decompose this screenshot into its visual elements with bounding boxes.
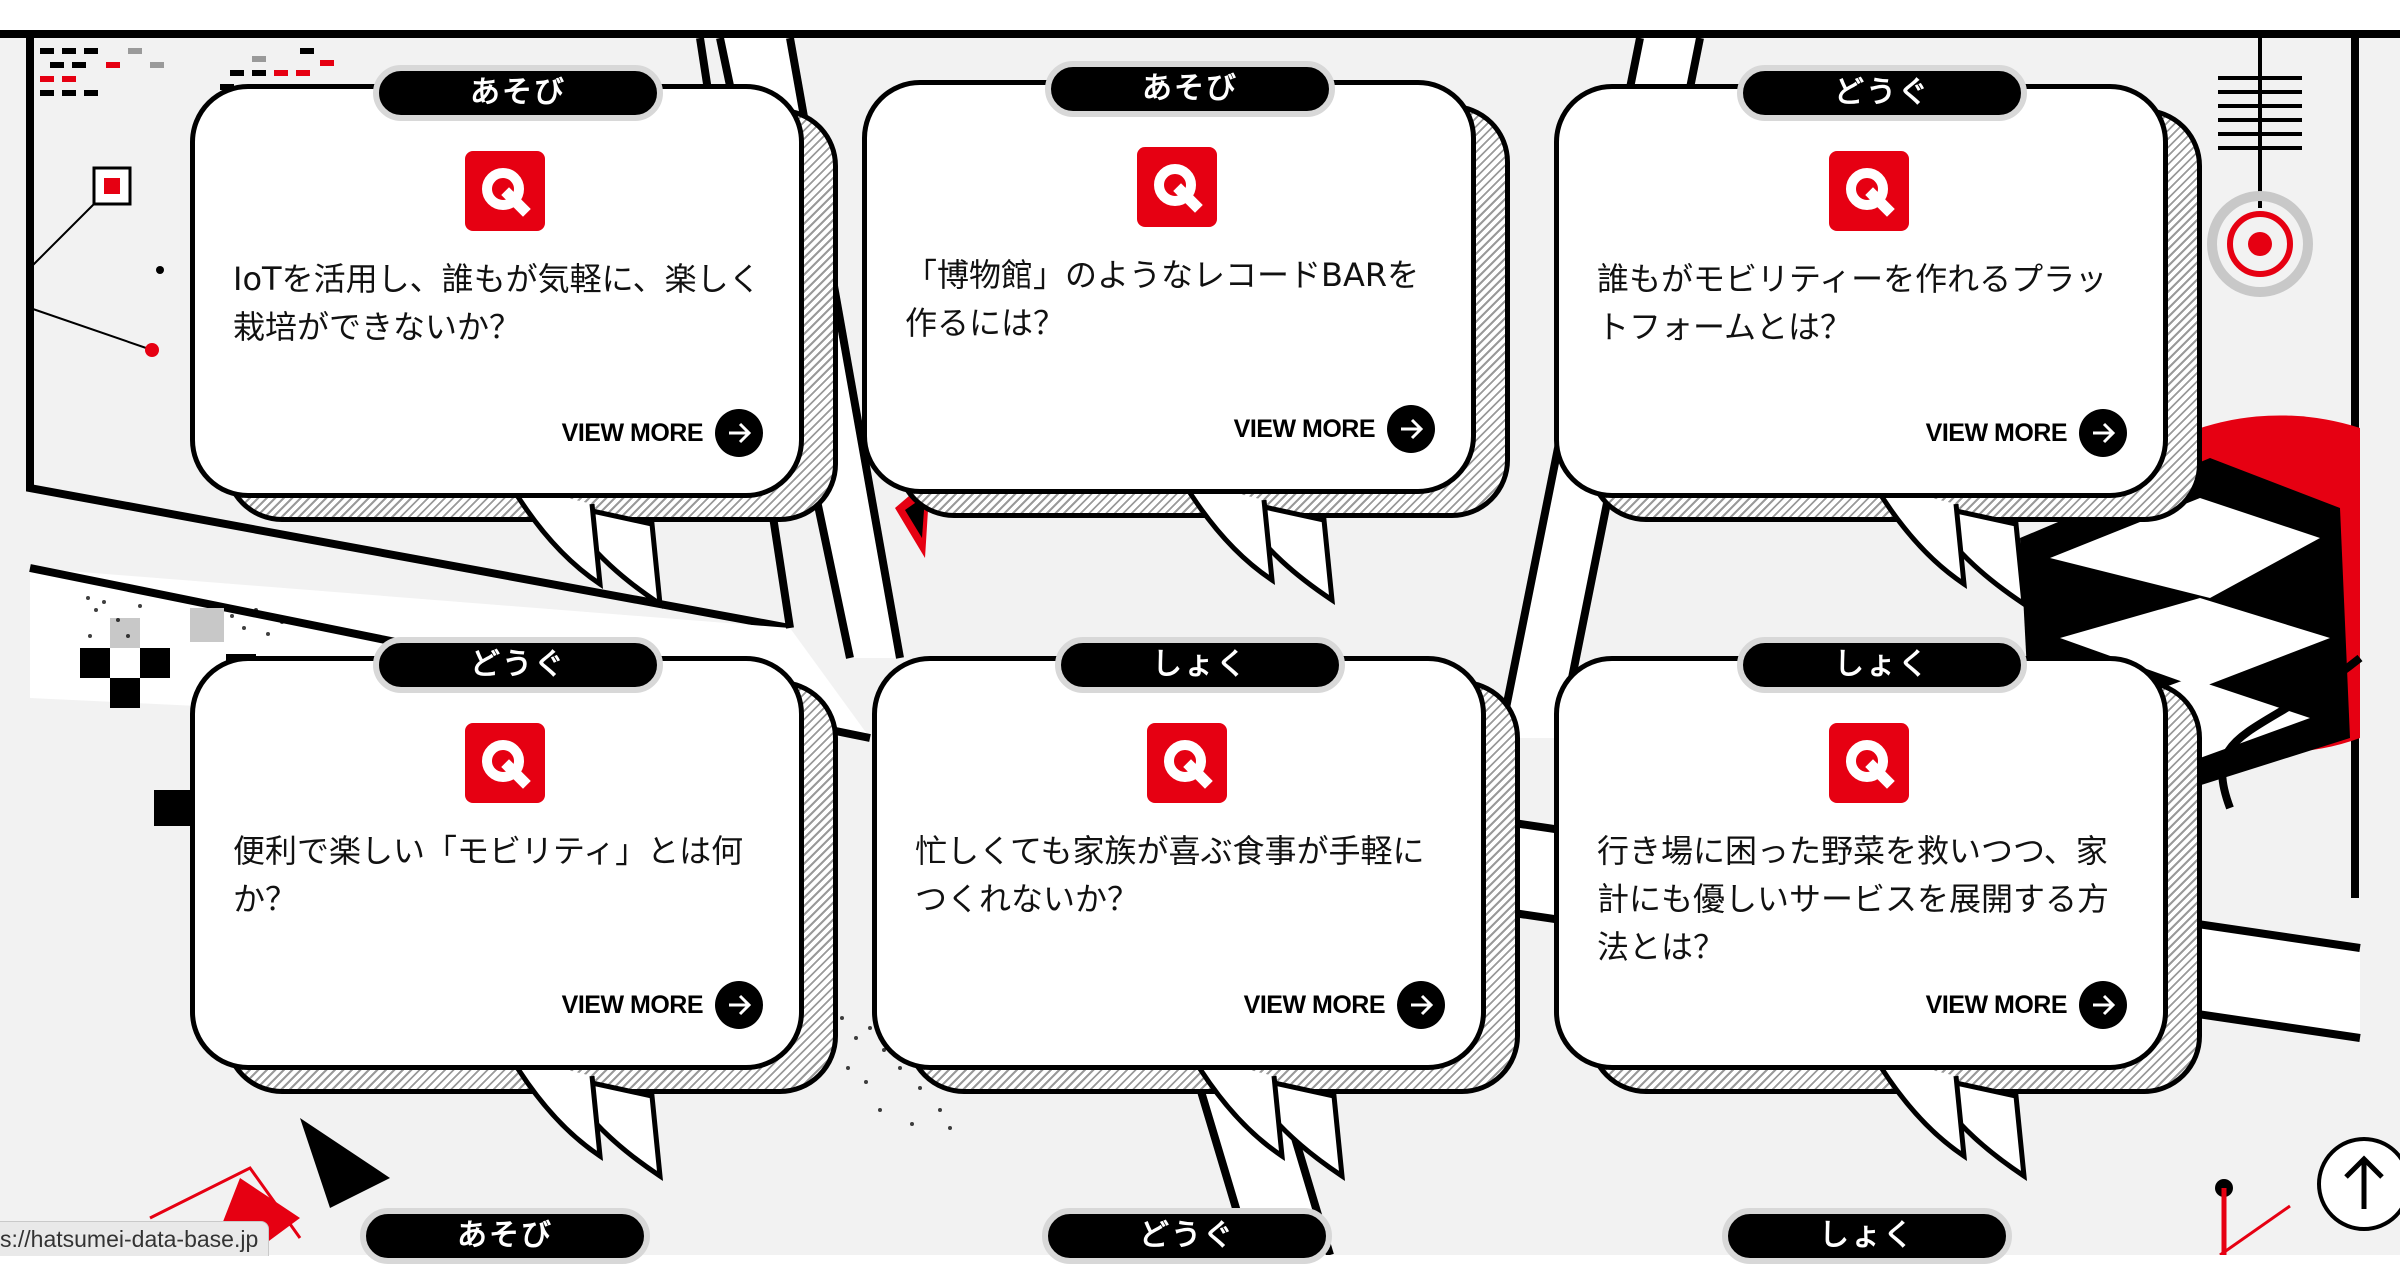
question-card[interactable]: しょく 忙しくても家族が喜ぶ食事が手軽につくれないか？ VIEW MORE xyxy=(872,637,1520,1182)
view-more-label: VIEW MORE xyxy=(1233,414,1376,443)
category-tag: どうぐ xyxy=(373,637,663,693)
top-header-bar xyxy=(0,0,2400,38)
arrow-right-icon xyxy=(715,981,763,1029)
card-bubble: しょく 行き場に困った野菜を救いつつ、家計にも優しいサービスを展開する方法とは？… xyxy=(1554,637,2168,1070)
card-bubble: どうぐ 便利で楽しい「モビリティ」とは何か？ VIEW MORE xyxy=(190,637,804,1070)
q-icon xyxy=(1829,723,1909,803)
arrow-right-icon xyxy=(715,409,763,457)
card-bubble: どうぐ 誰もがモビリティーを作れるプラットフォームとは？ VIEW MORE xyxy=(1554,65,2168,498)
category-tag: どうぐ xyxy=(1737,65,2027,121)
page-top-button[interactable] xyxy=(2314,1134,2400,1234)
question-card[interactable]: どうぐ 便利で楽しい「モビリティ」とは何か？ VIEW MORE xyxy=(190,637,838,1182)
question-text: 忙しくても家族が喜ぶ食事が手軽につくれないか？ xyxy=(915,832,1425,918)
category-tag: しょく xyxy=(1055,637,1345,693)
q-icon xyxy=(1137,147,1217,227)
view-more-button[interactable]: VIEW MORE xyxy=(1926,409,2127,457)
category-tag: あそび xyxy=(373,65,663,121)
category-tag: どうぐ xyxy=(1042,1208,1332,1264)
view-more-label: VIEW MORE xyxy=(1925,990,2068,1019)
q-icon xyxy=(1829,151,1909,231)
question-text: 行き場に困った野菜を救いつつ、家計にも優しいサービスを展開する方法とは？ xyxy=(1597,832,2110,966)
question-text: 「博物館」のようなレコードBARを作るには？ xyxy=(905,256,1420,342)
card-bubble: あそび 「博物館」のようなレコードBARを作るには？ VIEW MORE xyxy=(862,61,1476,494)
view-more-label: VIEW MORE xyxy=(561,418,704,447)
card-bubble: あそび IoTを活用し、誰もが気軽に、楽しく栽培ができないか？ VIEW MOR… xyxy=(190,65,804,498)
card-bubble: しょく 忙しくても家族が喜ぶ食事が手軽につくれないか？ VIEW MORE xyxy=(872,637,1486,1070)
view-more-label: VIEW MORE xyxy=(1243,990,1386,1019)
view-more-label: VIEW MORE xyxy=(561,990,704,1019)
question-card[interactable]: あそび 「博物館」のようなレコードBARを作るには？ VIEW MORE xyxy=(862,61,1510,606)
q-icon xyxy=(1147,723,1227,803)
question-text: 便利で楽しい「モビリティ」とは何か？ xyxy=(233,832,744,918)
q-icon xyxy=(465,723,545,803)
question-card[interactable]: あそび IoTを活用し、誰もが気軽に、楽しく栽培ができないか？ VIEW MOR… xyxy=(190,65,838,610)
view-more-button[interactable]: VIEW MORE xyxy=(1234,405,1435,453)
q-icon xyxy=(465,151,545,231)
category-tag: あそび xyxy=(1045,61,1335,117)
status-bar-url: s://hatsumei-data-base.jp xyxy=(0,1221,270,1256)
view-more-label: VIEW MORE xyxy=(1925,418,2068,447)
view-more-button[interactable]: VIEW MORE xyxy=(562,981,763,1029)
question-card[interactable]: しょく 行き場に困った野菜を救いつつ、家計にも優しいサービスを展開する方法とは？… xyxy=(1554,637,2202,1182)
arrow-right-icon xyxy=(2079,981,2127,1029)
category-tag: しょく xyxy=(1737,637,2027,693)
category-tag: しょく xyxy=(1722,1208,2012,1264)
view-more-button[interactable]: VIEW MORE xyxy=(562,409,763,457)
arrow-right-icon xyxy=(2079,409,2127,457)
view-more-button[interactable]: VIEW MORE xyxy=(1926,981,2127,1029)
arrow-right-icon xyxy=(1387,405,1435,453)
question-text: 誰もがモビリティーを作れるプラットフォームとは？ xyxy=(1597,260,2108,346)
category-tag: あそび xyxy=(360,1208,650,1264)
arrow-right-icon xyxy=(1397,981,1445,1029)
view-more-button[interactable]: VIEW MORE xyxy=(1244,981,1445,1029)
question-text: IoTを活用し、誰もが気軽に、楽しく栽培ができないか？ xyxy=(233,260,761,346)
question-card[interactable]: どうぐ 誰もがモビリティーを作れるプラットフォームとは？ VIEW MORE xyxy=(1554,65,2202,610)
arrow-up-icon xyxy=(2317,1137,2400,1231)
